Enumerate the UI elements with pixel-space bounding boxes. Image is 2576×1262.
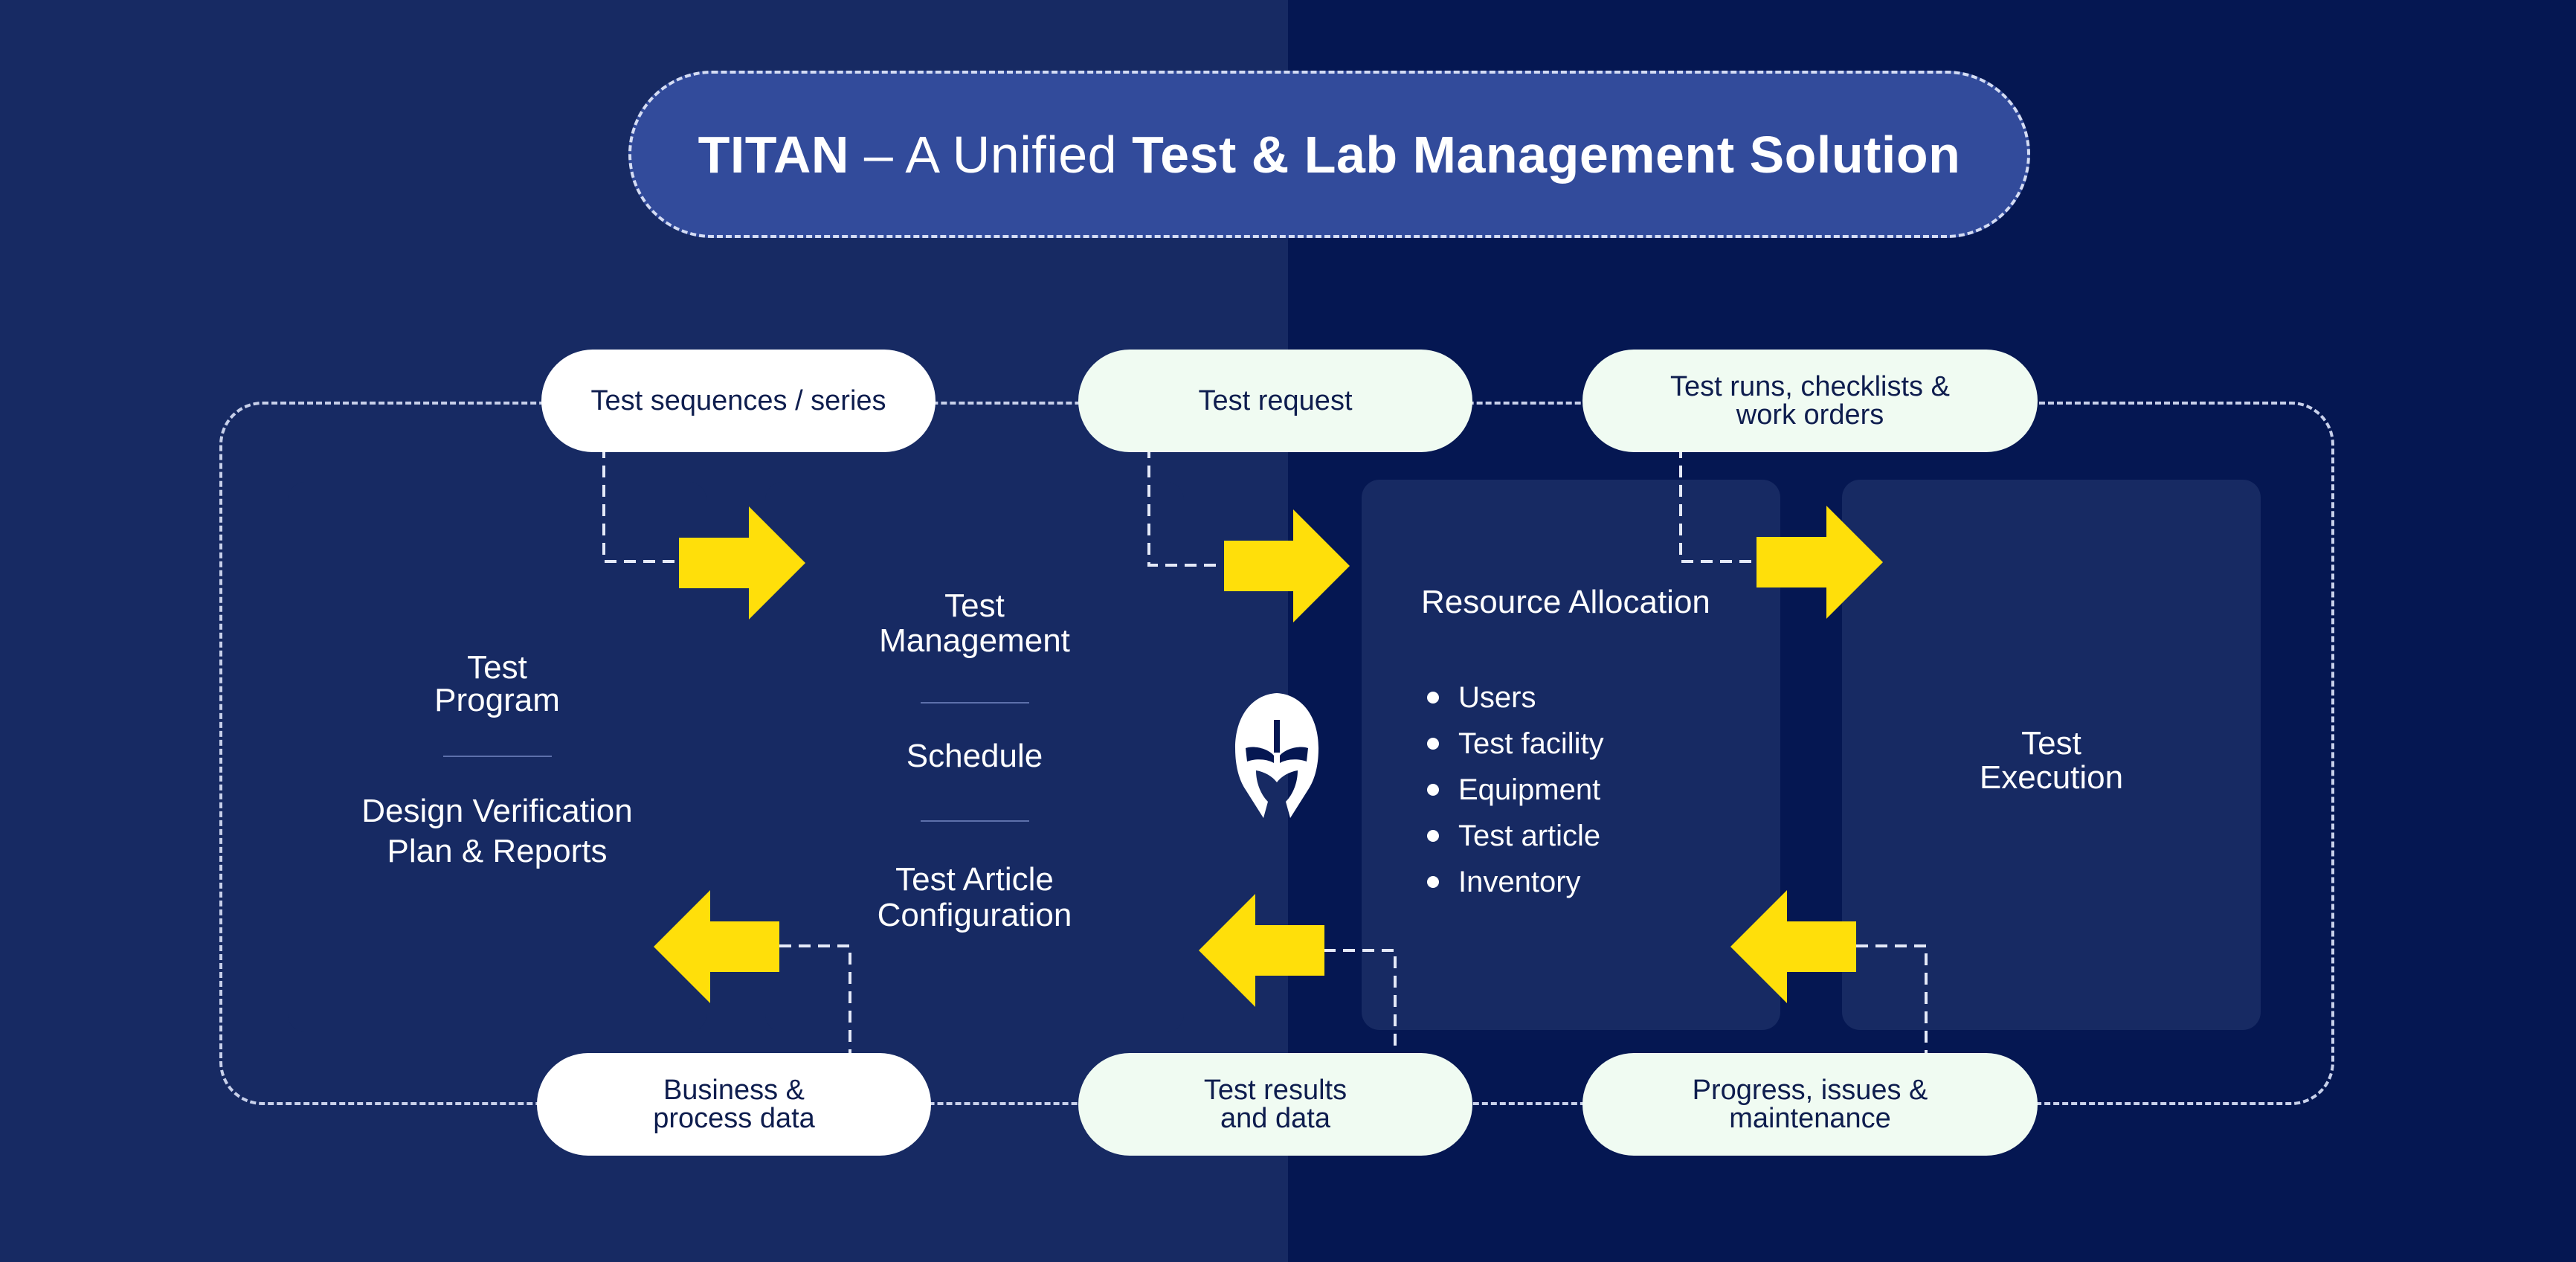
- title-subject: Test & Lab Management Solution: [1132, 125, 1961, 184]
- page-title: TITAN – A Unified Test & Lab Management …: [628, 71, 2030, 238]
- title-brand: TITAN: [698, 125, 849, 184]
- divider: [442, 756, 552, 757]
- spartan-helmet-icon: [1235, 693, 1318, 818]
- wire-top-1: [602, 446, 680, 563]
- resource-item-test-article: Test article: [1427, 813, 1604, 859]
- label-test-results: Test results and data: [1078, 1053, 1472, 1156]
- test-management-title-line1: Test: [944, 587, 1005, 624]
- resource-item-equipment: Equipment: [1427, 767, 1604, 813]
- test-program-title-line1: Test: [467, 649, 527, 686]
- wire-top-3: [1679, 446, 1756, 563]
- arrow-right-icon: [679, 506, 805, 619]
- divider: [920, 820, 1029, 822]
- test-execution-title-line2: Execution: [1979, 759, 2124, 796]
- resource-allocation-title: Resource Allocation: [1421, 584, 1710, 620]
- design-verification-line2: Plan & Reports: [387, 833, 608, 869]
- design-verification-line1: Design Verification: [361, 793, 633, 829]
- wire-top-2: [1147, 446, 1223, 567]
- schedule-label: Schedule: [906, 738, 1043, 774]
- title-connector: – A Unified: [849, 125, 1133, 184]
- arrow-left-icon: [1730, 890, 1856, 1003]
- arrow-left-icon: [1199, 894, 1324, 1007]
- wire-bottom-3: [1856, 944, 1928, 1056]
- test-management-title-line2: Management: [879, 622, 1070, 659]
- wire-bottom-2: [1324, 949, 1397, 1056]
- label-progress-issues: Progress, issues & maintenance: [1582, 1053, 2038, 1156]
- wire-bottom-1: [779, 944, 851, 1056]
- test-execution-title-line1: Test: [2021, 725, 2081, 762]
- label-business-data: Business & process data: [537, 1053, 931, 1156]
- test-program-title-line2: Program: [434, 682, 560, 718]
- panel-test-program: Test Program Design Verification Plan & …: [288, 482, 706, 1032]
- arrow-right-icon: [1224, 509, 1350, 622]
- test-article-config-line1: Test Article: [895, 861, 1054, 898]
- resource-item-test-facility: Test facility: [1427, 721, 1604, 767]
- divider: [920, 702, 1029, 704]
- panel-resource-allocation: Resource Allocation Users Test facility …: [1362, 480, 1780, 1030]
- label-test-sequences: Test sequences / series: [541, 350, 936, 452]
- resource-item-inventory: Inventory: [1427, 859, 1604, 905]
- resource-list: Users Test facility Equipment Test artic…: [1427, 675, 1604, 905]
- label-test-request: Test request: [1078, 350, 1472, 452]
- label-test-runs: Test runs, checklists & work orders: [1582, 350, 2038, 452]
- resource-item-users: Users: [1427, 675, 1604, 721]
- test-article-config-line2: Configuration: [877, 897, 1072, 933]
- panel-test-management: Test Management Schedule Test Article Co…: [765, 482, 1184, 1032]
- arrow-right-icon: [1756, 506, 1883, 619]
- arrow-left-icon: [654, 890, 779, 1003]
- panel-test-execution: Test Execution: [1842, 480, 2261, 1030]
